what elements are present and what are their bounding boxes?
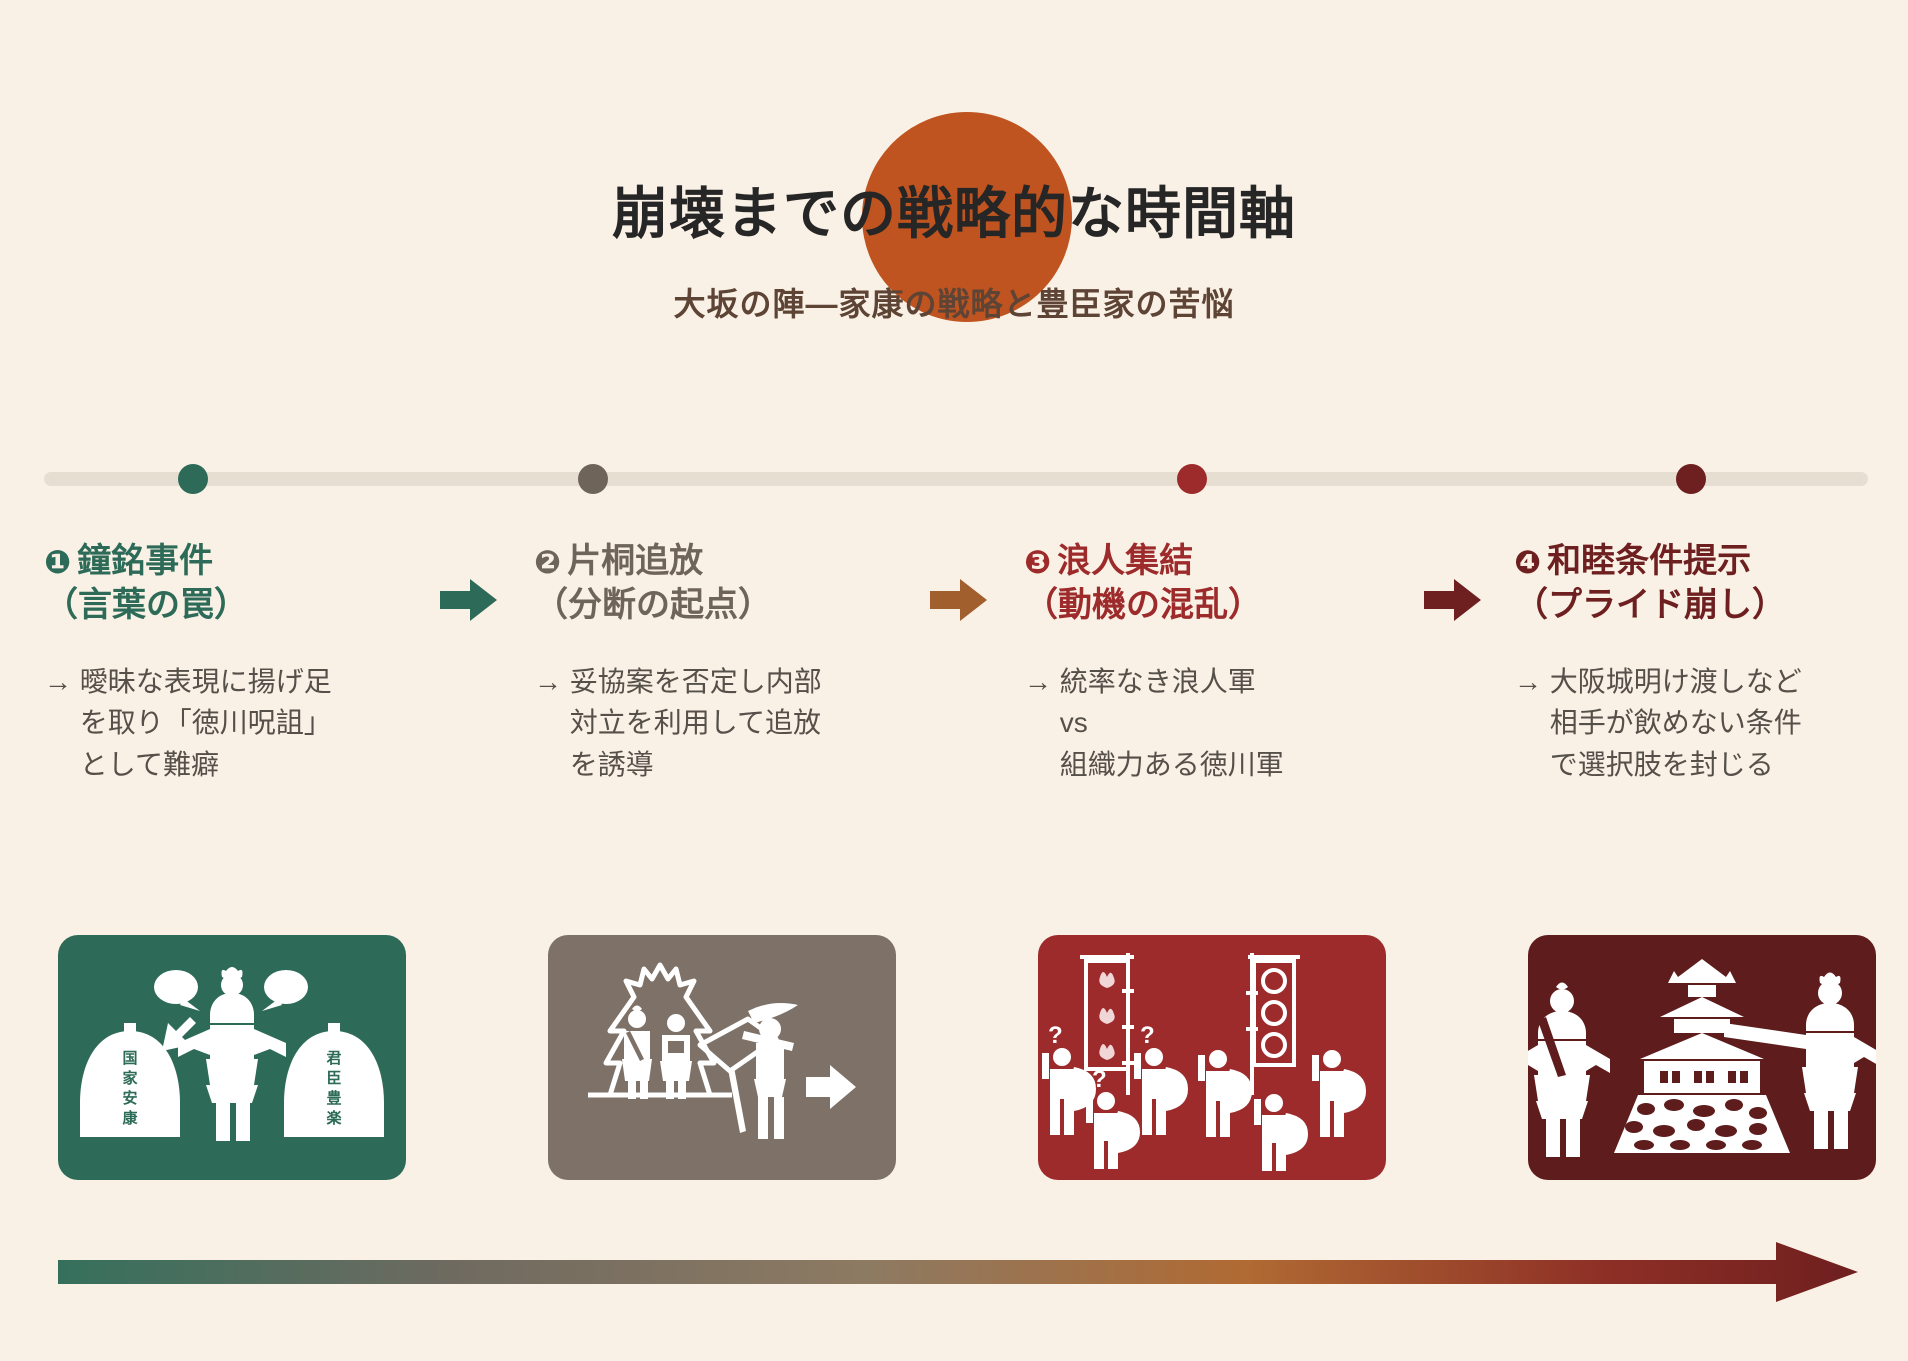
step-3-title: 浪人集結 （動機の混乱）: [1024, 542, 1262, 624]
temple-bells-inscription-icon: 国 家 安 康 君 臣 豊 楽: [58, 935, 406, 1180]
svg-text:?: ?: [1140, 1022, 1155, 1049]
step-2-title: 片桐追放 （分断の起点）: [534, 542, 772, 624]
timeline-node-2[interactable]: [578, 464, 608, 494]
svg-text:家: 家: [122, 1069, 137, 1087]
svg-text:楽: 楽: [326, 1109, 342, 1127]
connector-arrow-1: [440, 576, 498, 624]
accent-sun-circle: [862, 112, 1072, 322]
page-title: 崩壊までの戦略的な時間軸: [612, 182, 1296, 245]
timeline-node-4[interactable]: [1676, 464, 1706, 494]
step-1-number: ❶: [44, 544, 72, 580]
progression-arrow: [58, 1242, 1858, 1302]
svg-text:豊: 豊: [326, 1089, 341, 1107]
step-2-description: → 妥協案を否定し内部 対立を利用して追放 を誘導: [534, 666, 822, 780]
svg-text:安: 安: [122, 1089, 137, 1107]
step-3-description: → 統率なき浪人軍 vs 組織力ある徳川軍: [1024, 666, 1284, 780]
connector-arrow-2: [930, 576, 988, 624]
castle-retainer-exile-icon: [548, 935, 896, 1180]
page-subtitle: 大坂の陣―家康の戦略と豊臣家の苦悩: [673, 286, 1235, 322]
ronin-banners-confusion-icon: ? ? ?: [1038, 935, 1386, 1180]
step-4-number: ❹: [1514, 544, 1542, 580]
svg-text:?: ?: [1048, 1022, 1063, 1049]
step-4-description: → 大阪城明け渡しなど 相手が飲めない条件 で選択肢を封じる: [1514, 666, 1802, 780]
osaka-castle-surrender-icon: [1528, 935, 1876, 1180]
step-4-title: 和睦条件提示 （プライド崩し）: [1514, 542, 1786, 624]
timeline-node-3[interactable]: [1177, 464, 1207, 494]
icon-tiles-row: 国 家 安 康 君 臣 豊 楽: [0, 935, 1908, 1210]
connector-arrow-3: [1424, 576, 1482, 624]
step-3-number: ❸: [1024, 544, 1052, 580]
svg-text:臣: 臣: [326, 1069, 341, 1087]
step-1-title: 鐘銘事件 （言葉の罠）: [44, 542, 248, 624]
bell-left-label-char-1: 国: [122, 1049, 137, 1067]
step-2-number: ❷: [534, 544, 562, 580]
svg-text:康: 康: [122, 1109, 138, 1127]
timeline-rail: [44, 472, 1868, 486]
svg-text:君: 君: [326, 1049, 341, 1067]
header: 崩壊までの戦略的な時間軸 大坂の陣―家康の戦略と豊臣家の苦悩: [0, 0, 1908, 360]
step-1-description: → 曖昧な表現に揚げ足 を取り「徳川呪詛」 として難癖: [44, 666, 332, 780]
svg-text:?: ?: [1092, 1066, 1107, 1093]
timeline-node-1[interactable]: [178, 464, 208, 494]
